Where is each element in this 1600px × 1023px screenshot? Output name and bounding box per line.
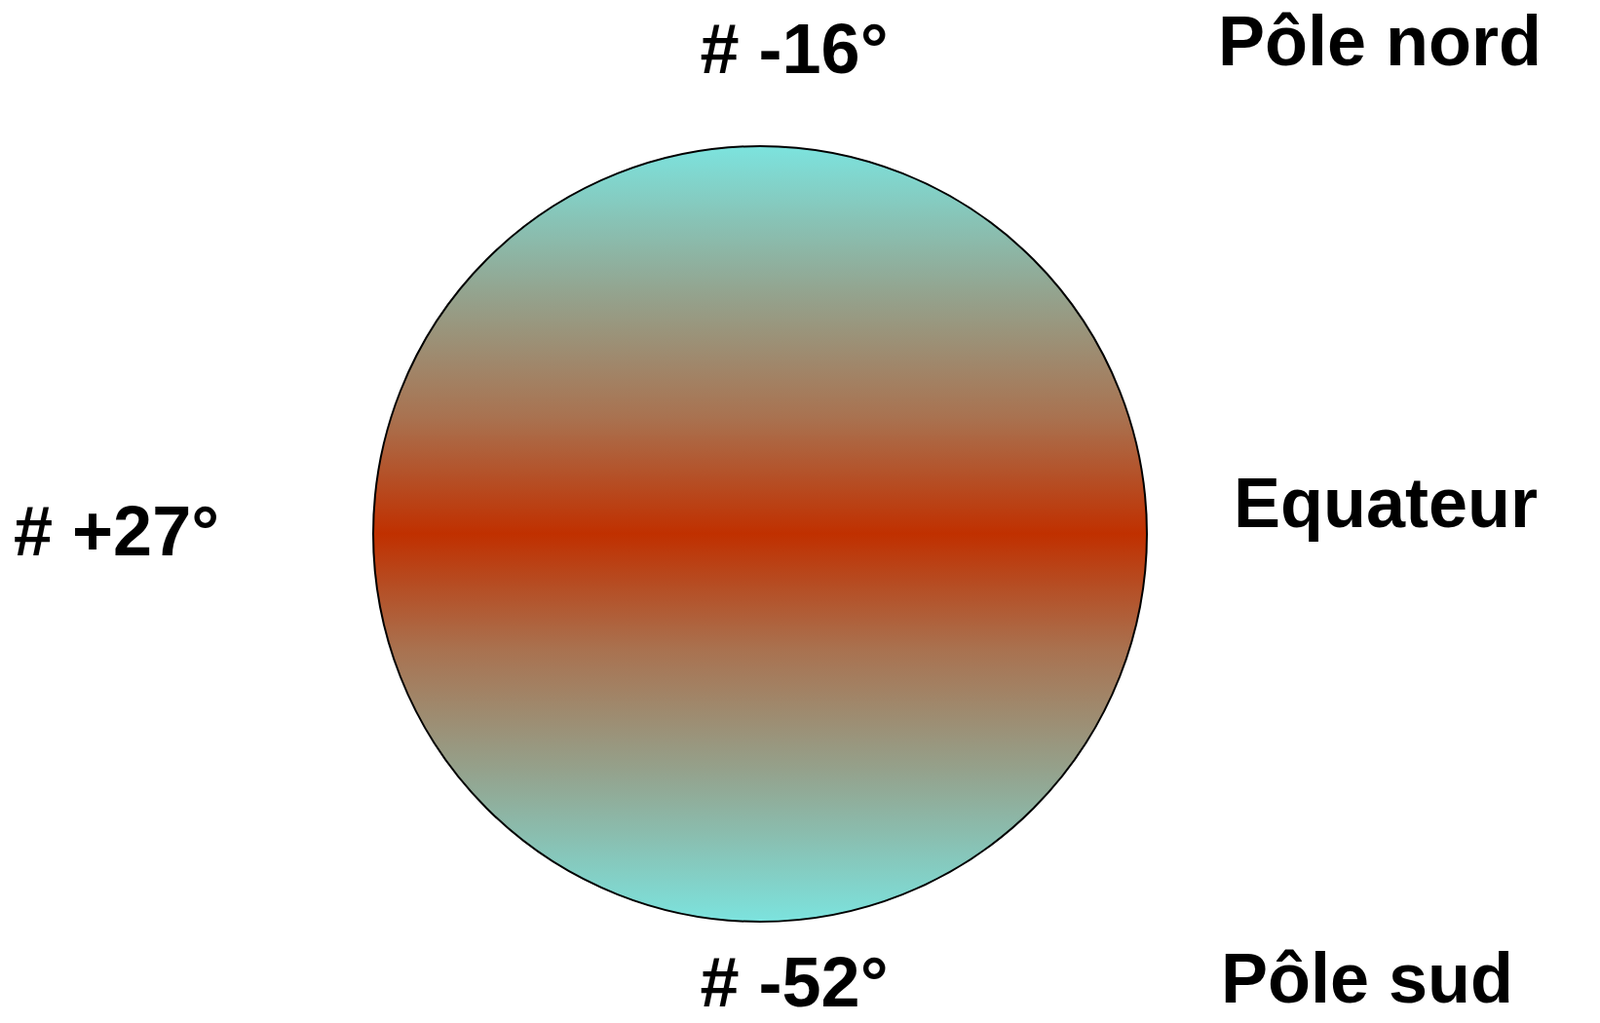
pole-label: Pôle sud	[1220, 943, 1514, 1014]
planet-disc	[373, 146, 1147, 922]
temperature-label: # +27°	[13, 495, 220, 567]
temperature-label: # -16°	[700, 13, 889, 84]
temperature-label: # -52°	[700, 947, 889, 1018]
pole-label: Pôle nord	[1218, 5, 1542, 77]
equator-label: Equateur	[1233, 467, 1538, 538]
